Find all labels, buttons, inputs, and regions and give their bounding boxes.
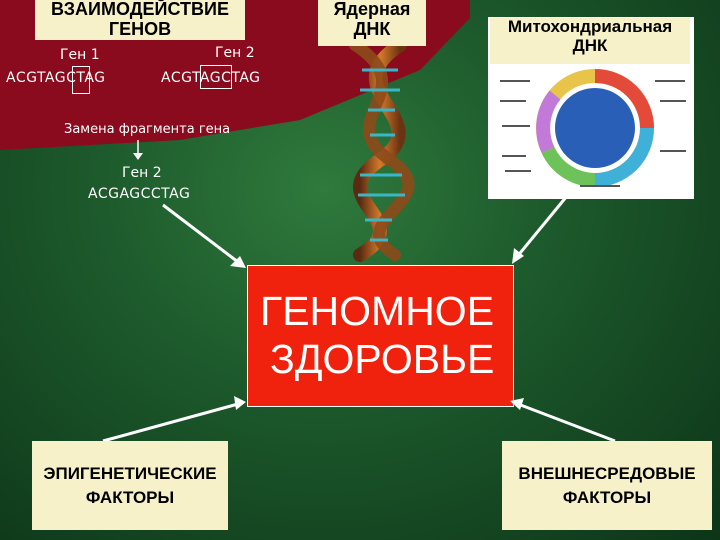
gene2-sequence: ACGTAGCTAG — [161, 70, 261, 86]
replacement-label: Замена фрагмента гена — [64, 122, 231, 137]
mito-dna-line2: ДНК — [572, 35, 608, 55]
epigenetic-line1: ЭПИГЕНЕТИЧЕСКИЕ — [43, 463, 217, 483]
genomic-health-box — [247, 265, 514, 407]
arrow-from-environmental — [517, 402, 616, 443]
epigenetic-line2: ФАКТОРЫ — [85, 487, 175, 507]
nuclear-dna-label: Ядерная ДНК — [318, 0, 426, 46]
gene1-label: Ген 1 — [60, 47, 100, 63]
epigenetic-factors-box: ЭПИГЕНЕТИЧЕСКИЕ ФАКТОРЫ — [32, 441, 228, 530]
center-line2: ЗДОРОВЬЕ — [270, 336, 495, 382]
title-line1: ВЗАИМОДЕЙСТВИЕ — [51, 0, 229, 19]
environmental-factors-box: ВНЕШНЕСРЕДОВЫЕ ФАКТОРЫ — [502, 441, 712, 530]
environmental-line2: ФАКТОРЫ — [562, 487, 652, 507]
nuclear-dna-line1: Ядерная — [333, 0, 411, 19]
arrow-from-epigenetic — [102, 402, 239, 443]
nuclear-dna-line2: ДНК — [353, 18, 391, 39]
gene2-fragment-marker — [200, 65, 232, 89]
gene1-fragment-marker — [72, 66, 90, 94]
arrow-from-mito-dna — [514, 195, 569, 259]
result-gene-label: Ген 2 — [122, 165, 162, 181]
mito-dna-label: Митохондриальная ДНК — [490, 17, 690, 64]
gene1-sequence: ACGTAGCTAG — [6, 70, 106, 86]
gene2-label: Ген 2 — [215, 45, 255, 61]
genomic-health-text: ГЕНОМНОЕ ЗДОРОВЬЕ — [260, 287, 494, 383]
mito-dna-line1: Митохондриальная — [507, 17, 673, 36]
result-gene-sequence: ACGAGCCTAG — [88, 186, 191, 202]
environmental-line1: ВНЕШНЕСРЕДОВЫЕ — [518, 463, 696, 483]
arrow-from-gene-interaction — [162, 203, 239, 264]
center-line1: ГЕНОМНОЕ — [260, 288, 495, 334]
title-line2: ГЕНОВ — [108, 18, 172, 39]
gene-interaction-title: ВЗАИМОДЕЙСТВИЕ ГЕНОВ — [35, 0, 245, 40]
